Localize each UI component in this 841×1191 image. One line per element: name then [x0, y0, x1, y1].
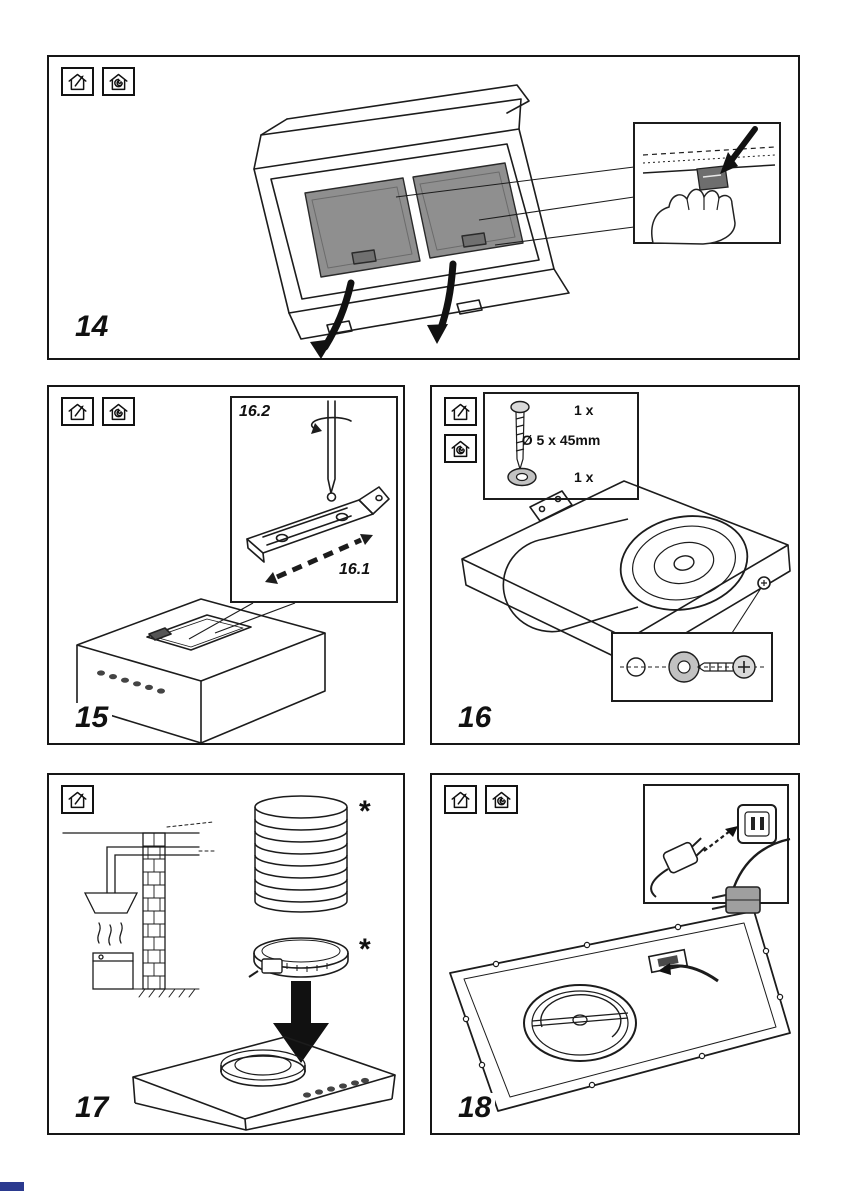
house-exhaust-icon: [61, 785, 94, 814]
mode-icons: [61, 397, 135, 426]
step-number: 14: [71, 312, 113, 342]
mode-icons: [444, 397, 477, 463]
down-arrow: [273, 981, 329, 1063]
house-recirculation-icon: [102, 67, 135, 96]
mode-icons: [61, 67, 135, 96]
house-recirculation-icon: [485, 785, 518, 814]
flexible-duct: [254, 795, 348, 913]
step-number: 15: [71, 703, 113, 733]
house-exhaust-icon: [61, 397, 94, 426]
panel-step-17: * * 17: [47, 773, 405, 1135]
mode-icons: [61, 785, 94, 814]
screw-size-label: Ø 5 x 45mm: [521, 432, 601, 448]
panel-step-15: 16.2 16.1 15: [47, 385, 405, 745]
power-connection-illustration: [449, 784, 791, 1112]
washer-qty-label: 1 x: [574, 469, 594, 485]
hand-illustration: [651, 188, 736, 245]
house-exhaust-icon: [444, 785, 477, 814]
step-number: 16: [454, 703, 496, 733]
panel-step-16: 1 x Ø 5 x 45mm 1 x 16: [430, 385, 800, 745]
bracket-adjustment-illustration: [76, 396, 398, 743]
step-number: 18: [454, 1093, 496, 1123]
step-number: 17: [71, 1093, 113, 1123]
house-exhaust-icon: [61, 67, 94, 96]
callout-16-2: 16.2: [239, 403, 271, 420]
grease-filter-removal-illustration: [253, 84, 781, 358]
screw-qty-label: 1 x: [574, 402, 594, 418]
hose-clamp: [248, 937, 349, 978]
house-recirculation-icon: [444, 434, 477, 463]
page-corner-mark: [0, 1182, 24, 1191]
callout-16-1: 16.1: [339, 561, 371, 578]
house-exhaust-icon: [444, 397, 477, 426]
clamp-asterisk: *: [359, 933, 371, 966]
duct-installation-illustration: [62, 795, 396, 1131]
panel-step-14: 14: [47, 55, 800, 360]
panel-step-18: 18: [430, 773, 800, 1135]
motor-fixing-illustration: [461, 392, 791, 702]
duct-asterisk: *: [359, 795, 371, 828]
mode-icons: [444, 785, 518, 814]
house-recirculation-icon: [102, 397, 135, 426]
